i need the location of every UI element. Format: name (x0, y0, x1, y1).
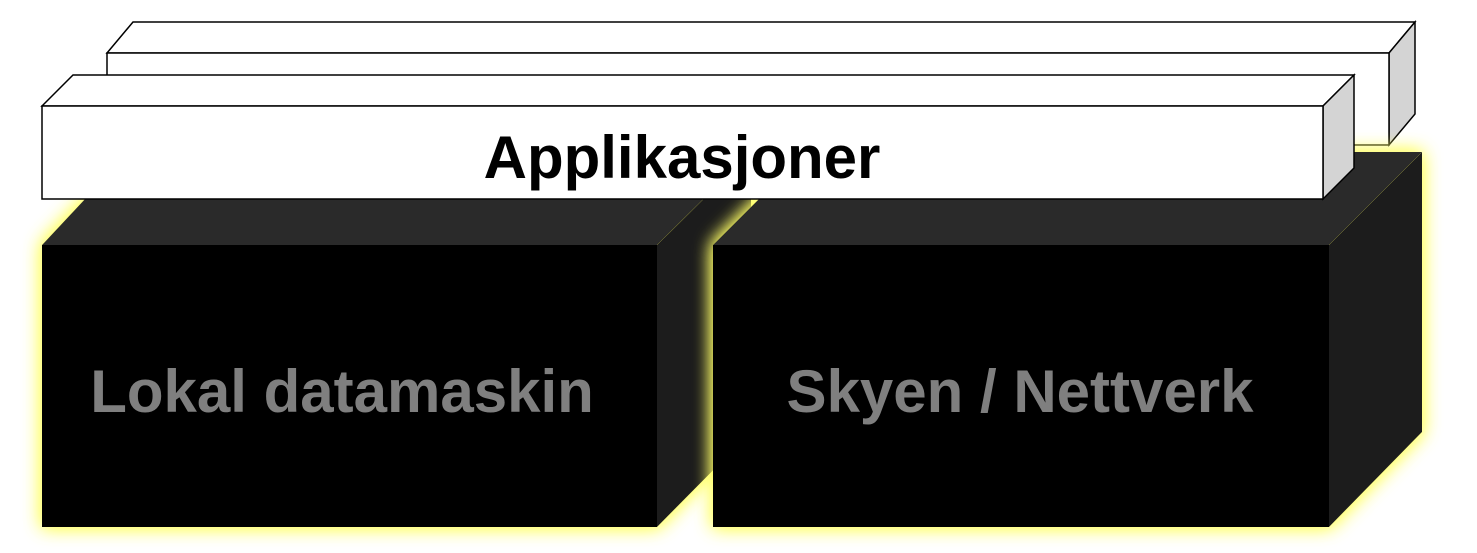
block-cloud-network-label: Skyen / Nettverk (787, 358, 1255, 425)
application-bar: Applikasjoner (40, 73, 1356, 201)
block-cloud-network (713, 152, 1422, 527)
block-local-computer-face (42, 245, 657, 527)
block-cloud-network-face (713, 245, 1329, 527)
block-local-computer (42, 152, 751, 527)
block-cloud-network-side (1329, 152, 1422, 527)
application-bar-face (41, 105, 1324, 200)
block-local-computer-label: Lokal datamaskin (90, 358, 594, 425)
application-bar-top (40, 74, 1356, 107)
application-bar-back-top (105, 21, 1417, 54)
application-bar-label: Applikasjoner (484, 124, 881, 191)
